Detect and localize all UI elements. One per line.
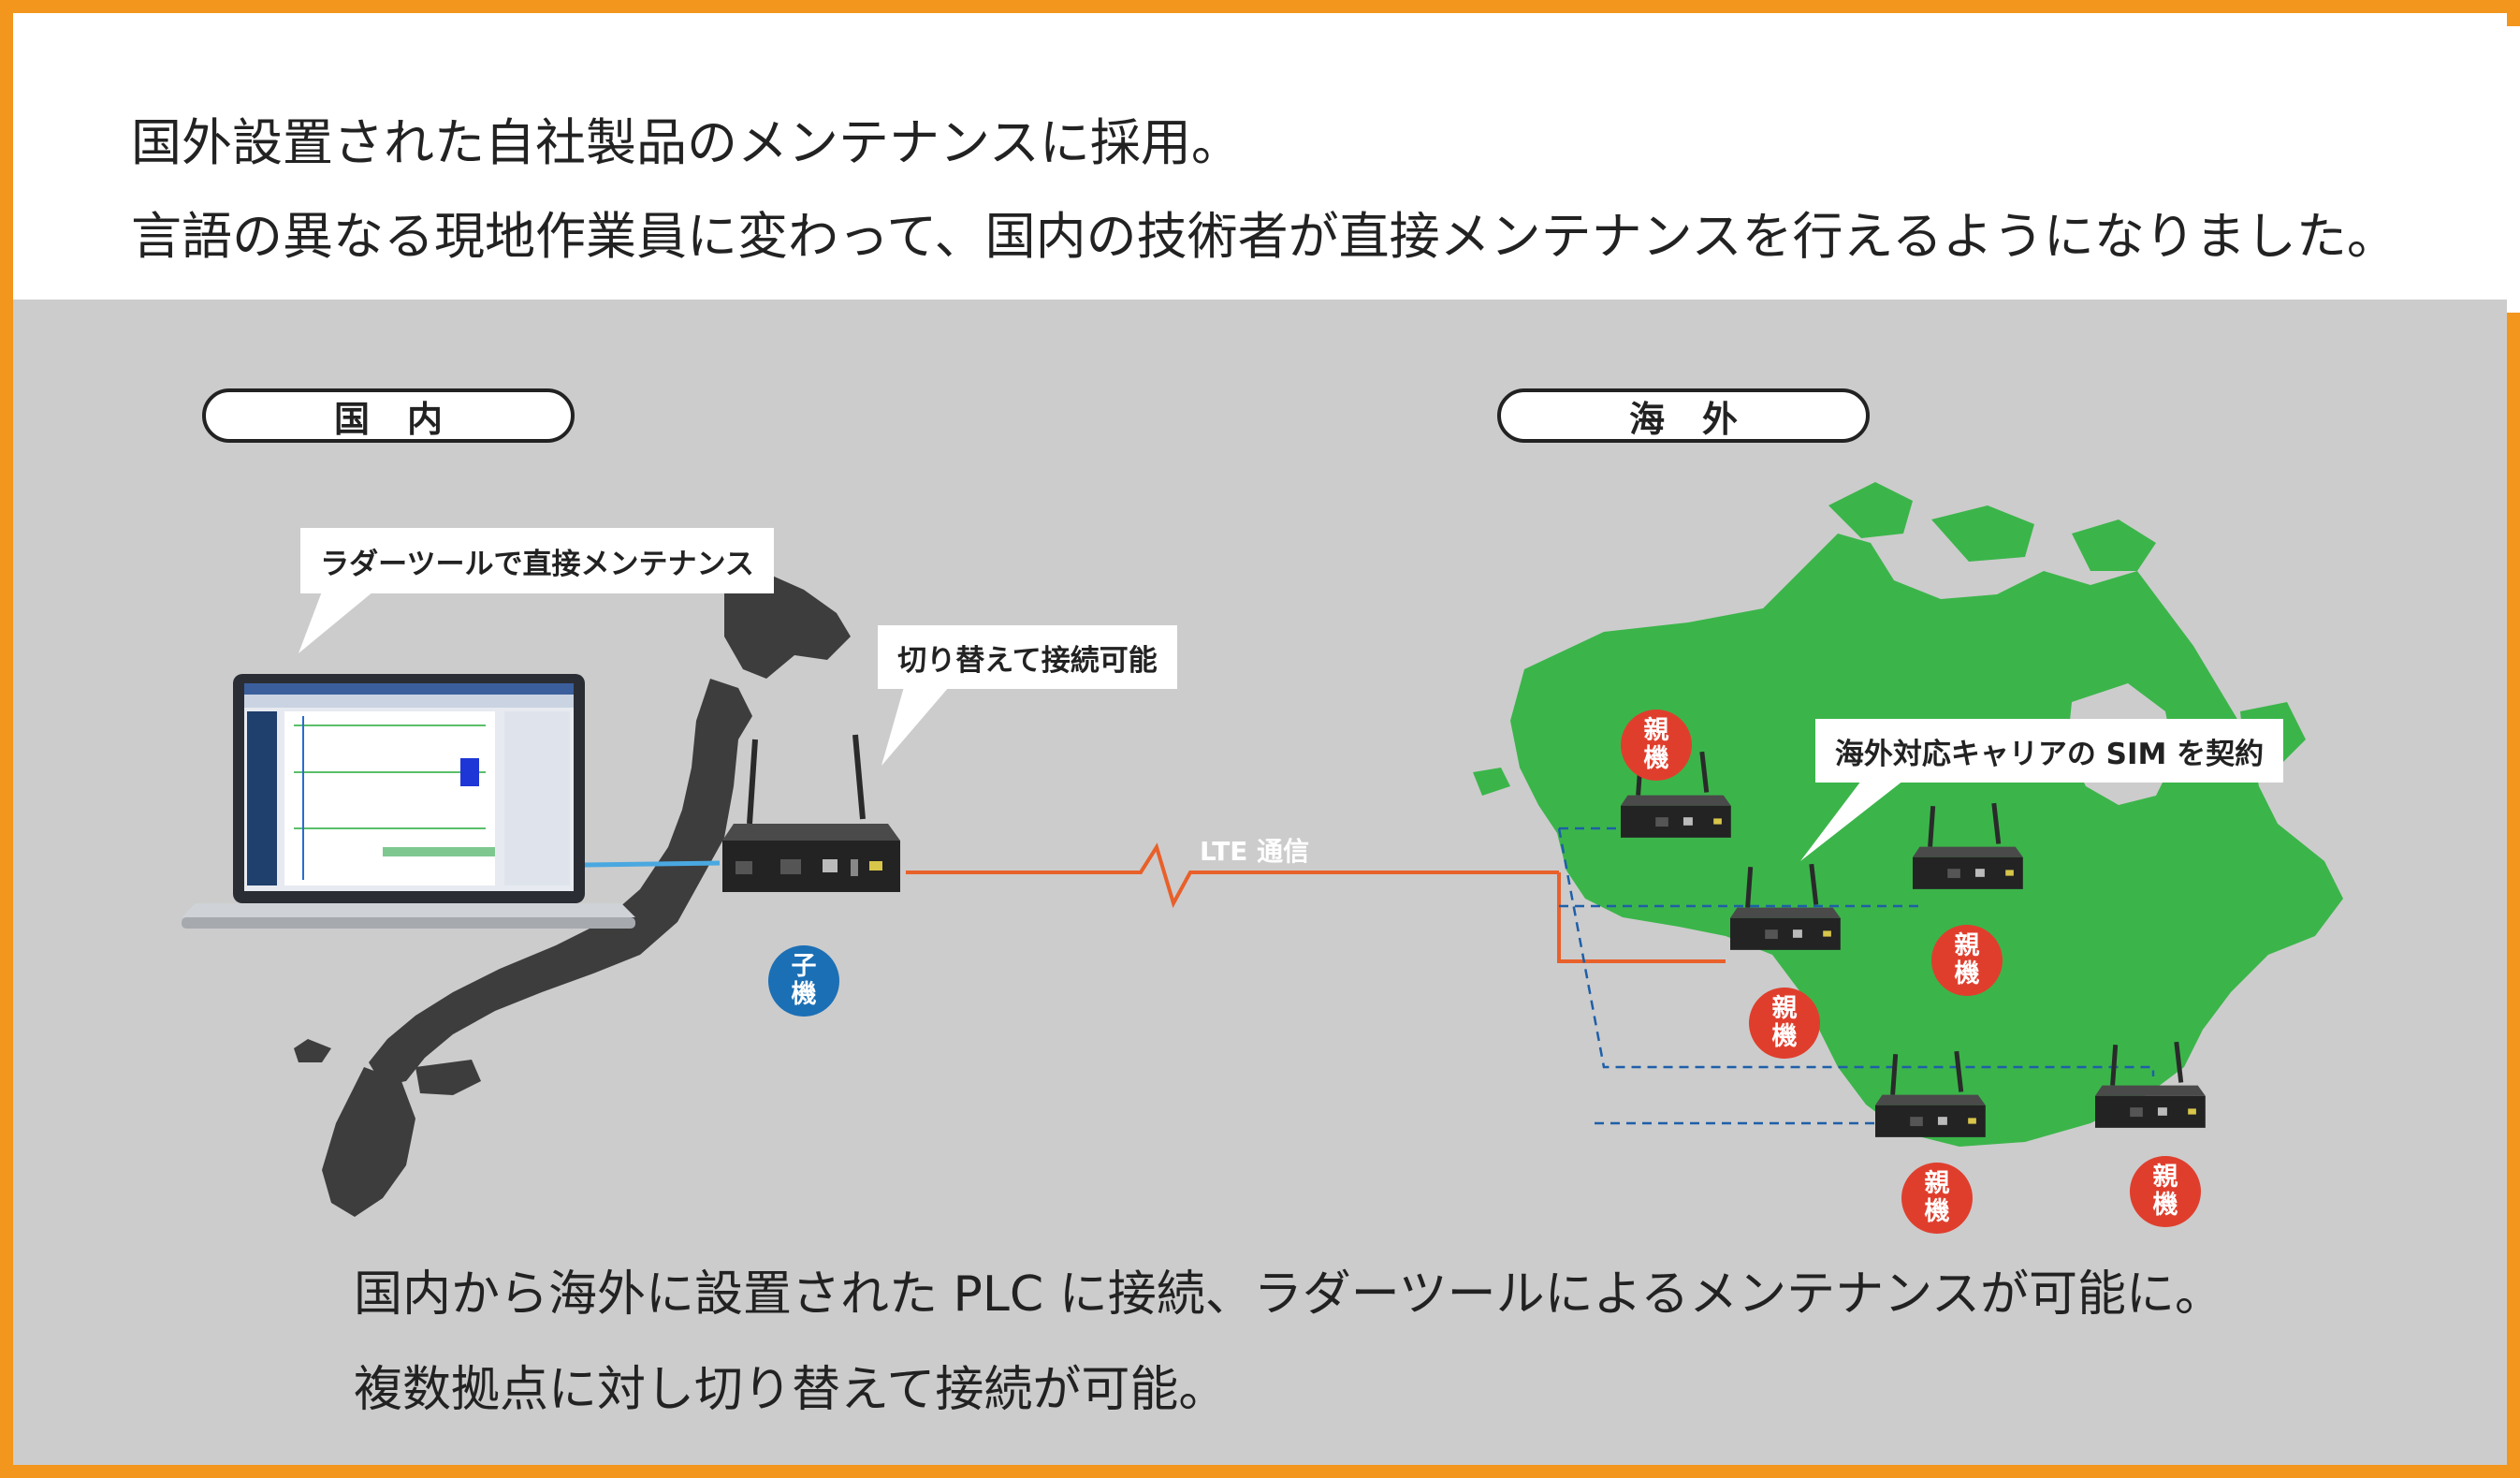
lte-connection-line (906, 842, 1559, 909)
callout-ladder-maintenance: ラダーツールで直接メンテナンス (300, 528, 774, 593)
parent-unit-badge: 親 機 (1621, 710, 1692, 781)
domestic-label: 国内 (202, 388, 575, 443)
callout-ladder-tail (299, 592, 373, 653)
callout-switch-connect: 切り替えて接続可能 (878, 625, 1177, 689)
parent-router-1 (1621, 751, 1731, 838)
child-router (722, 734, 900, 892)
parent-unit-badge: 親 機 (1749, 988, 1820, 1059)
callout-sim-tail (1800, 781, 1903, 861)
parent-unit-badge: 親 機 (1901, 1163, 1973, 1234)
overseas-map (1473, 482, 2343, 1147)
parent-router-2 (1913, 802, 2023, 889)
badge-char: 子 (791, 952, 817, 981)
lte-label: LTE 通信 (1200, 836, 1310, 867)
badge-char: 機 (1924, 1197, 1950, 1226)
header-panel: 国外設置された自社製品のメンテナンスに採用。 言語の異なる現地作業員に変わって、… (26, 26, 2520, 313)
child-unit-badge: 子 機 (768, 945, 839, 1017)
footer-line-2: 複数拠点に対し切り替えて接続が可能。 (354, 1362, 1228, 1418)
badge-char: 親 (1954, 931, 1980, 960)
footer-line-1: 国内から海外に設置された PLC に接続、ラダーツールによるメンテナンスが可能に… (354, 1266, 2224, 1323)
parent-unit-badge: 親 機 (2130, 1156, 2201, 1227)
parent-router-5 (2095, 1041, 2206, 1128)
parent-unit-badge: 親 機 (1931, 925, 2003, 996)
header-line-2: 言語の異なる現地作業員に変わって、国内の技術者が直接メンテナンスを行えるようにな… (131, 207, 2397, 266)
diagram-panel: 国内 海外 ラダーツールで直接メンテナンス 切り替えて接続可能 海外対応キャリア… (13, 300, 2507, 1465)
callout-sim-contract: 海外対応キャリアの SIM を契約 (1815, 719, 2283, 783)
japan-map (294, 571, 851, 1217)
badge-char: 機 (1771, 1022, 1798, 1051)
laptop-illustration (182, 674, 635, 929)
badge-char: 機 (2152, 1191, 2178, 1220)
callout-switch-tail (881, 687, 949, 766)
badge-char: 機 (1954, 959, 1980, 988)
badge-char: 親 (2152, 1163, 2178, 1192)
overseas-label: 海外 (1497, 388, 1870, 443)
badge-char: 機 (1643, 744, 1669, 773)
badge-char: 親 (1643, 716, 1669, 745)
parent-router-4 (1875, 1050, 1986, 1137)
badge-char: 親 (1924, 1169, 1950, 1198)
badge-char: 機 (791, 980, 817, 1009)
solid-distribution-line (1557, 872, 1726, 963)
diagram-canvas (182, 482, 2343, 1217)
badge-char: 親 (1771, 994, 1798, 1023)
parent-router-3 (1730, 863, 1841, 950)
lan-cable (584, 860, 721, 868)
header-line-1: 国外設置された自社製品のメンテナンスに採用。 (131, 113, 1242, 172)
